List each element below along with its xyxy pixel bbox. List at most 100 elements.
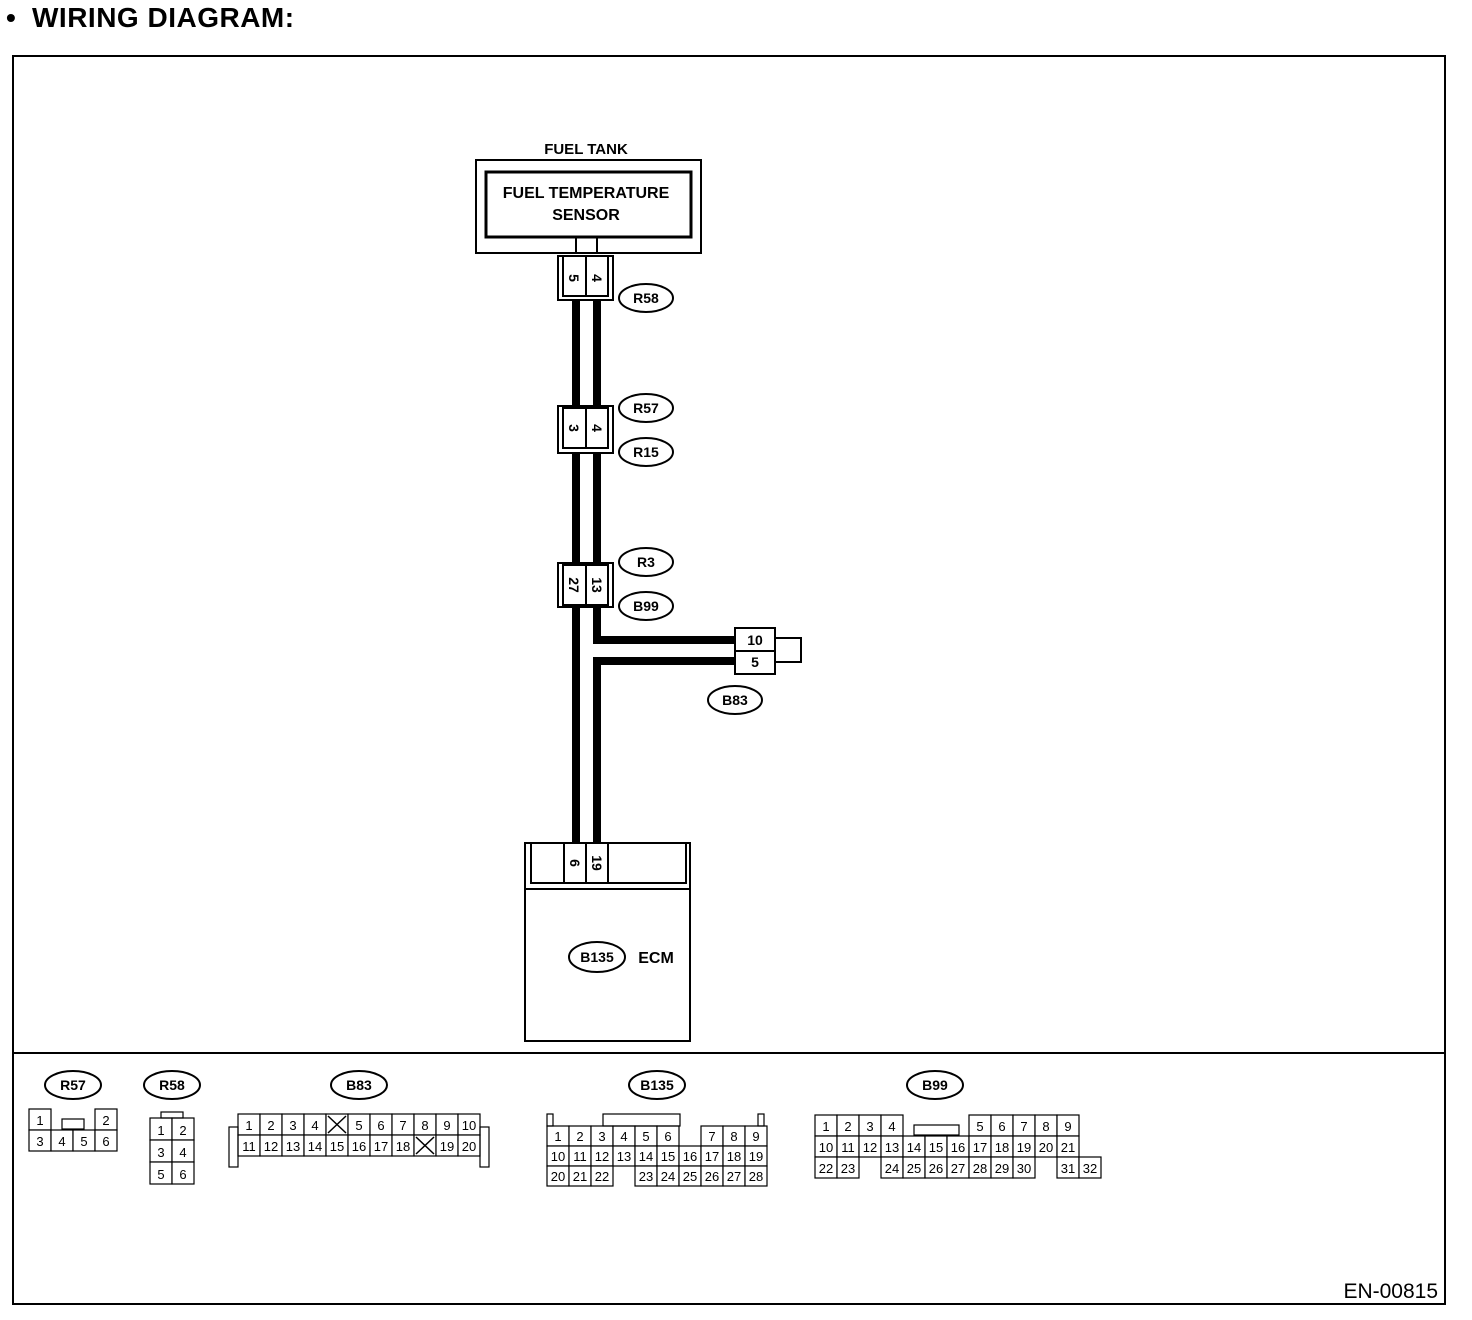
page-heading: • WIRING DIAGRAM: xyxy=(6,2,295,34)
pin-number: 5 xyxy=(80,1134,87,1149)
pin-number: 17 xyxy=(374,1139,388,1154)
pin-number: 20 xyxy=(551,1169,565,1184)
pin-number: 31 xyxy=(1061,1161,1075,1176)
pin-number: 4 xyxy=(620,1129,627,1144)
pin-number: 19 xyxy=(1017,1140,1031,1155)
pin-number: 3 xyxy=(598,1129,605,1144)
pin-number: 25 xyxy=(907,1161,921,1176)
connector-id: R58 xyxy=(633,290,659,306)
pin-number: 26 xyxy=(929,1161,943,1176)
pin-label: 4 xyxy=(589,424,605,432)
pin-number: 18 xyxy=(396,1139,410,1154)
pin-number: 27 xyxy=(727,1169,741,1184)
pin-number: 17 xyxy=(973,1140,987,1155)
pin-number: 1 xyxy=(822,1119,829,1134)
pin-number: 5 xyxy=(157,1167,164,1182)
pin-number: 2 xyxy=(179,1123,186,1138)
pin-cell xyxy=(1078,1156,1102,1179)
sensor-label-line2: SENSOR xyxy=(552,207,620,224)
pin-number: 27 xyxy=(951,1161,965,1176)
pin-number: 21 xyxy=(573,1169,587,1184)
pin-label: 5 xyxy=(566,274,582,282)
pin-number: 26 xyxy=(705,1169,719,1184)
pin-number: 21 xyxy=(1061,1140,1075,1155)
pin-cell xyxy=(836,1156,860,1179)
pin-number: 17 xyxy=(705,1149,719,1164)
pin-number: 1 xyxy=(245,1118,252,1133)
pin-number: 14 xyxy=(308,1139,322,1154)
pin-cell xyxy=(1012,1156,1036,1179)
pin-cell xyxy=(590,1165,614,1187)
pin-number: 22 xyxy=(595,1169,609,1184)
pin-number: 16 xyxy=(352,1139,366,1154)
pin-number: 9 xyxy=(443,1118,450,1133)
pin-label: 19 xyxy=(589,855,605,871)
pin-number: 19 xyxy=(749,1149,763,1164)
pin-number: 10 xyxy=(462,1118,476,1133)
pin-label: 6 xyxy=(567,859,583,867)
connector-id: B83 xyxy=(722,692,748,708)
connector-lock-tab xyxy=(913,1124,960,1136)
pin-number: 29 xyxy=(995,1161,1009,1176)
pin-number: 11 xyxy=(573,1149,587,1164)
pin-number: 16 xyxy=(683,1149,697,1164)
connector-face-label: B99 xyxy=(922,1077,948,1093)
pin-number: 2 xyxy=(102,1113,109,1128)
pin-number: 9 xyxy=(752,1129,759,1144)
pin-number: 11 xyxy=(841,1140,855,1155)
pin-number: 1 xyxy=(157,1123,164,1138)
wire-b-branch xyxy=(593,607,735,644)
pin-number: 6 xyxy=(179,1167,186,1182)
connector-b83: 10 5 B83 xyxy=(707,627,802,715)
pin-number: 3 xyxy=(36,1134,43,1149)
pin-number: 12 xyxy=(595,1149,609,1164)
connector-r3-b99: 27 13 R3 B99 xyxy=(557,547,674,621)
pin-number: 13 xyxy=(885,1140,899,1155)
connector-face-label: R57 xyxy=(60,1077,86,1093)
connector-badge xyxy=(906,1070,964,1100)
ecm-module: 6 19 B135 ECM xyxy=(524,842,691,1042)
connector-r58: 5 4 R58 xyxy=(557,255,674,313)
pin-number: 23 xyxy=(841,1161,855,1176)
pin-number: 9 xyxy=(1064,1119,1071,1134)
connector-lock-tab xyxy=(602,1113,681,1127)
pin-number: 25 xyxy=(683,1169,697,1184)
pin-number: 24 xyxy=(885,1161,899,1176)
pin-number: 15 xyxy=(330,1139,344,1154)
pin-number: 19 xyxy=(440,1139,454,1154)
pin-label: 27 xyxy=(566,577,582,593)
connector-badge xyxy=(44,1070,102,1100)
pin-number: 2 xyxy=(267,1118,274,1133)
pin-number: 3 xyxy=(866,1119,873,1134)
diagram-frame xyxy=(12,55,1446,1305)
pin-number: 18 xyxy=(995,1140,1009,1155)
pin-number: 5 xyxy=(355,1118,362,1133)
pin-number: 20 xyxy=(462,1139,476,1154)
connector-badge xyxy=(143,1070,201,1100)
blank-pin-mark xyxy=(415,1136,435,1155)
pin-number: 5 xyxy=(976,1119,983,1134)
fuel-tank-label: FUEL TANK xyxy=(544,141,628,158)
pin-number: 11 xyxy=(242,1139,256,1154)
pin-number: 28 xyxy=(973,1161,987,1176)
pin-number: 32 xyxy=(1083,1161,1097,1176)
pin-number: 28 xyxy=(749,1169,763,1184)
pin-number: 10 xyxy=(551,1149,565,1164)
pin-cell xyxy=(94,1129,118,1152)
page-title: WIRING DIAGRAM: xyxy=(32,2,295,33)
wire-harness xyxy=(572,300,735,845)
fuel-tank: FUEL TANK FUEL TEMPERATURE SENSOR xyxy=(475,141,702,254)
pin-number: 8 xyxy=(730,1129,737,1144)
pin-number: 3 xyxy=(289,1118,296,1133)
pin-label: 5 xyxy=(751,654,759,670)
diagram-code: EN-00815 xyxy=(1343,1280,1438,1303)
connector-id: B135 xyxy=(580,949,614,965)
pin-number: 2 xyxy=(844,1119,851,1134)
bullet: • xyxy=(6,2,17,33)
connector-id: B99 xyxy=(633,598,659,614)
